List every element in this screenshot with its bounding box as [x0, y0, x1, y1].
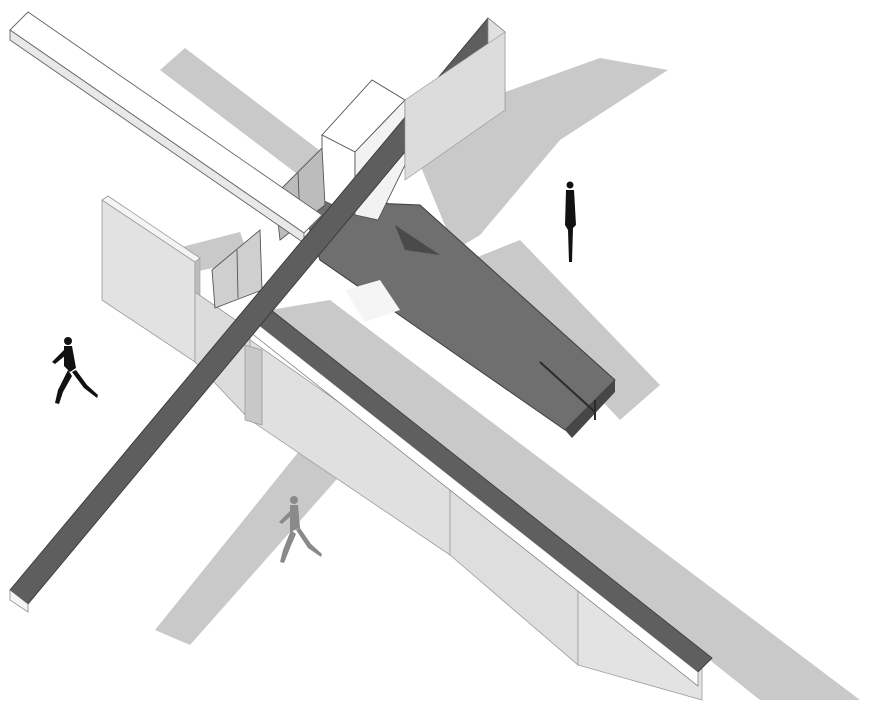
slab-handrail	[539, 361, 596, 413]
slab-light-cut	[345, 280, 400, 322]
human-figures	[52, 181, 576, 563]
slab-edge	[565, 380, 615, 438]
person-walking-lower	[279, 496, 322, 563]
person-walking-left	[52, 337, 98, 404]
shadow-lower-band	[155, 450, 345, 645]
slab-dark-corner	[395, 225, 440, 255]
person-standing-right	[565, 181, 576, 262]
diag-beam-support	[404, 31, 506, 181]
diag-beam-side	[9, 589, 29, 613]
shadow-long-band	[270, 300, 860, 700]
shadow-under-slab	[470, 240, 660, 420]
diagonal-dark-beam	[9, 17, 506, 613]
dark-floor-slab	[299, 199, 616, 438]
wall-panel-left-edge	[244, 344, 263, 426]
concrete-wall-left	[101, 195, 251, 422]
glass-mullion-2	[236, 249, 239, 299]
